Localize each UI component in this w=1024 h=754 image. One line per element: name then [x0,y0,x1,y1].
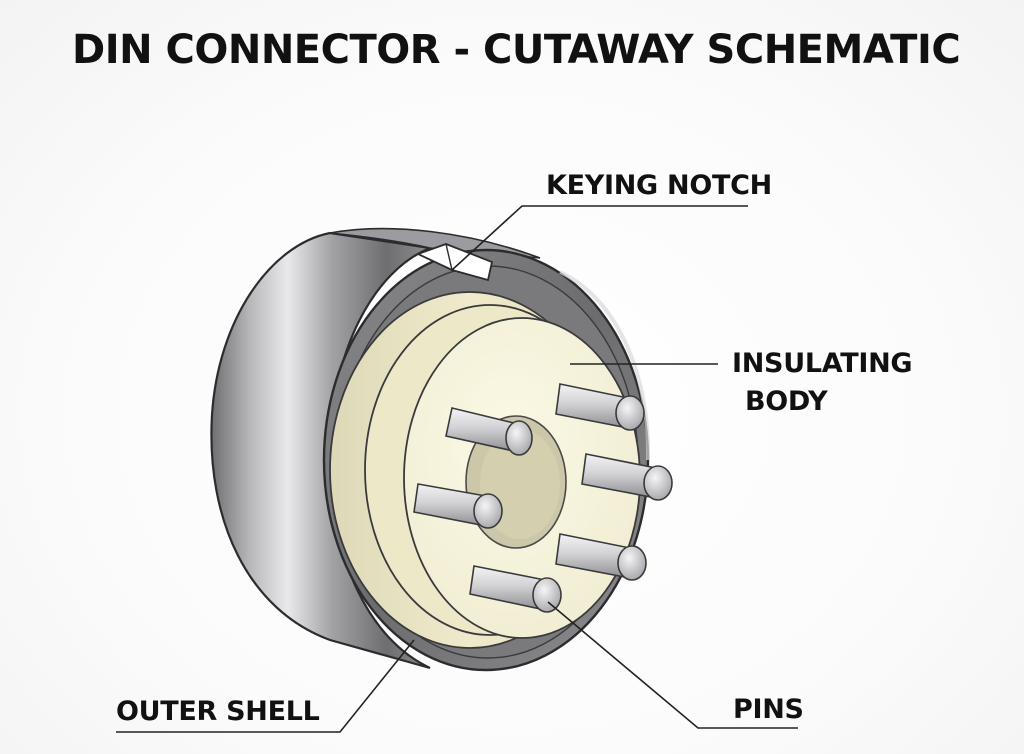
pin-5 [581,453,673,501]
insulating-body [329,291,641,649]
diagram-title: DIN CONNECTOR - CUTAWAY SCHEMATIC [72,27,960,73]
label-keying-notch: KEYING NOTCH [546,170,772,201]
pin-6 [555,533,647,581]
pin-1 [445,407,533,456]
pins [413,383,673,613]
label-pins: PINS [733,694,804,725]
leader-lines [116,205,798,733]
label-outer-shell: OUTER SHELL [116,696,320,727]
pin-4 [555,383,645,431]
leader-pins [547,601,798,729]
leader-outer-shell [116,639,415,733]
pin-2 [413,483,503,529]
keying-notch [415,243,494,282]
label-insulating-body-line2: BODY [745,386,828,417]
label-insulating-body-line1: INSULATING [732,348,912,379]
pin-3 [469,565,562,613]
leader-keying-notch [451,205,748,271]
